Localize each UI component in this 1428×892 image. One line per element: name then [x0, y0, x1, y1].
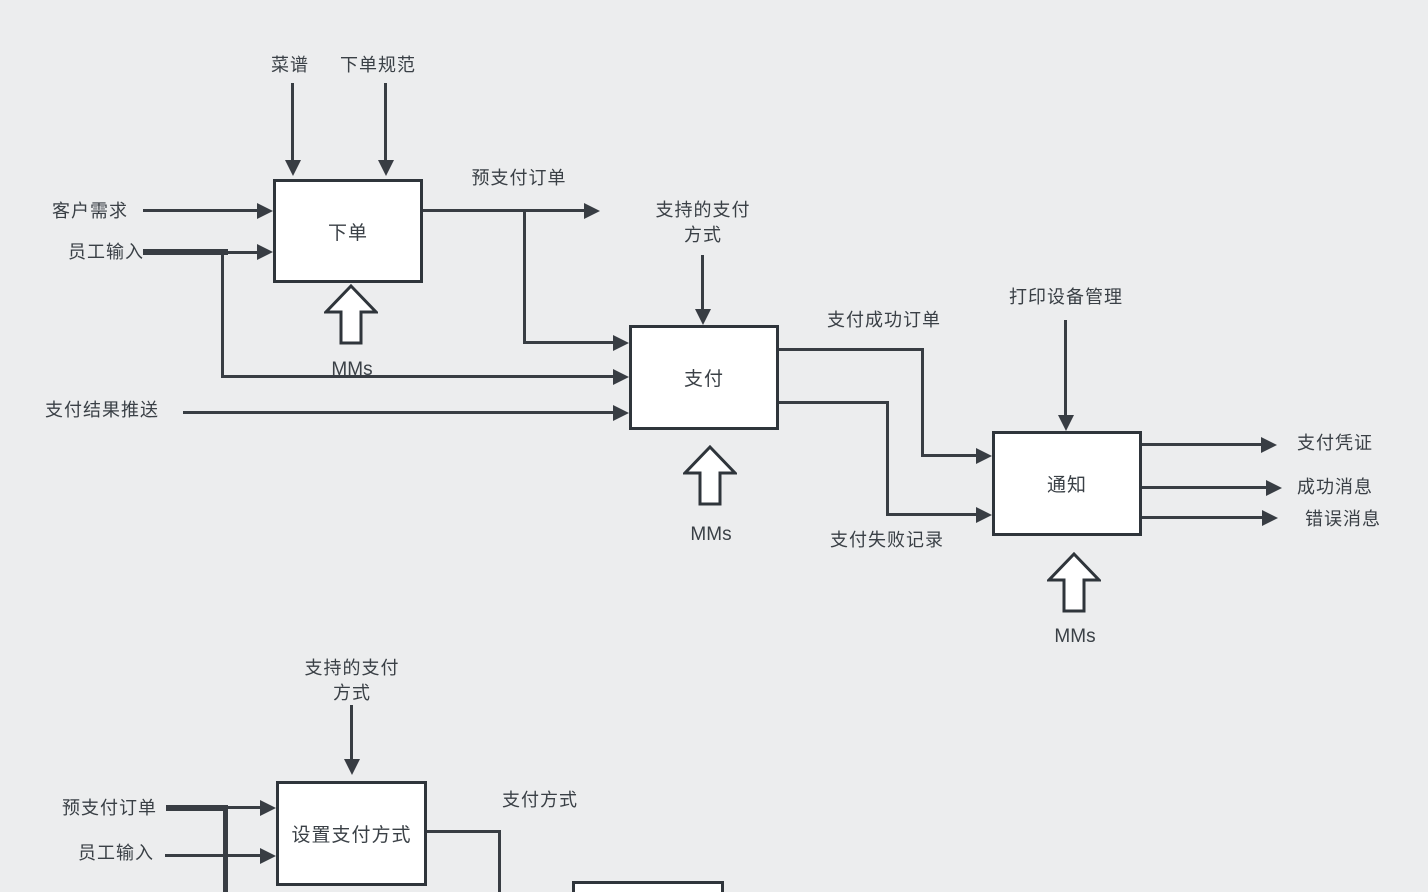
- label-supported-payment-top-l1: 支持的支付: [655, 200, 751, 220]
- label-employee-input-bottom: 员工输入: [78, 843, 154, 863]
- arrow-right-icon: [1261, 437, 1277, 453]
- flow-line: [886, 513, 976, 516]
- flow-line: [223, 251, 257, 254]
- label-payment-voucher: 支付凭证: [1297, 433, 1373, 453]
- flow-line: [427, 830, 501, 833]
- arrow-right-icon: [613, 335, 629, 351]
- process-box-pay: 支付: [629, 325, 779, 430]
- process-box-notify: 通知: [992, 431, 1142, 536]
- flow-line: [1142, 516, 1262, 519]
- label-mms-notify: MMs: [1054, 626, 1096, 647]
- flow-line: [498, 830, 501, 892]
- arrow-right-icon: [257, 203, 273, 219]
- flow-line: [1064, 320, 1067, 415]
- flow-line: [221, 251, 224, 378]
- flow-line: [1142, 486, 1266, 489]
- arrow-down-icon: [1058, 415, 1074, 431]
- process-label: 设置支付方式: [291, 825, 412, 846]
- mechanism-arrow-icon: [683, 445, 737, 506]
- flow-line: [291, 83, 294, 160]
- flow-line: [165, 854, 260, 857]
- flow-line: [523, 341, 613, 344]
- flow-line: [886, 401, 889, 516]
- arrow-right-icon: [976, 507, 992, 523]
- process-label: 通知: [1046, 475, 1087, 496]
- process-label: 支付: [683, 369, 724, 390]
- flow-line: [921, 454, 976, 457]
- label-supported-payment-bottom-l2: 方式: [333, 683, 371, 703]
- label-success-message: 成功消息: [1297, 477, 1373, 497]
- arrow-right-icon: [1262, 510, 1278, 526]
- label-print-device-mgmt: 打印设备管理: [1009, 287, 1123, 307]
- flow-line: [423, 209, 584, 212]
- arrow-right-icon: [260, 800, 276, 816]
- label-menu: 菜谱: [271, 55, 309, 75]
- flow-line: [1142, 443, 1261, 446]
- label-mms-place-order: MMs: [331, 359, 373, 380]
- process-label: 下单: [327, 222, 368, 244]
- process-box-set-payment-method: 设置支付方式: [276, 781, 427, 886]
- flow-line: [384, 83, 387, 160]
- arrow-down-icon: [344, 759, 360, 775]
- arrow-down-icon: [695, 309, 711, 325]
- label-payment-result-push: 支付结果推送: [45, 400, 159, 420]
- label-supported-payment-bottom-l1: 支持的支付: [304, 658, 400, 678]
- flow-line: [143, 209, 257, 212]
- flow-line: [779, 401, 889, 404]
- process-box-place-order: 下单: [273, 179, 423, 283]
- label-mms-pay: MMs: [690, 524, 732, 545]
- arrow-right-icon: [613, 369, 629, 385]
- arrow-right-icon: [976, 448, 992, 464]
- flow-line: [701, 255, 704, 309]
- mechanism-arrow-icon: [324, 284, 378, 345]
- label-error-message: 错误消息: [1305, 509, 1381, 529]
- flow-line: [523, 209, 526, 343]
- flow-line: [350, 705, 353, 759]
- flow-line: [225, 806, 260, 809]
- label-customer-demand: 客户需求: [52, 201, 128, 221]
- arrow-down-icon: [285, 160, 301, 176]
- label-payment-success-order: 支付成功订单: [827, 310, 941, 330]
- label-prepaid-order-top: 预支付订单: [471, 168, 567, 188]
- flow-line: [166, 805, 228, 811]
- arrow-right-icon: [1266, 480, 1282, 496]
- arrow-right-icon: [260, 848, 276, 864]
- flow-line: [779, 348, 924, 351]
- flow-line: [223, 375, 613, 378]
- label-supported-payment-top-l2: 方式: [684, 225, 722, 245]
- arrow-right-icon: [584, 203, 600, 219]
- label-employee-input-top: 员工输入: [68, 242, 144, 262]
- flow-line: [143, 249, 228, 255]
- label-payment-fail-record: 支付失败记录: [830, 530, 944, 550]
- flow-line: [223, 805, 228, 892]
- arrow-right-icon: [613, 405, 629, 421]
- arrow-down-icon: [378, 160, 394, 176]
- process-box-partial: [572, 881, 724, 892]
- mechanism-arrow-icon: [1047, 552, 1101, 613]
- label-order-spec: 下单规范: [340, 55, 416, 75]
- flow-line: [921, 348, 924, 456]
- flow-line: [183, 411, 613, 414]
- label-prepaid-order-bottom: 预支付订单: [62, 798, 157, 818]
- label-payment-method: 支付方式: [502, 790, 578, 810]
- arrow-right-icon: [257, 244, 273, 260]
